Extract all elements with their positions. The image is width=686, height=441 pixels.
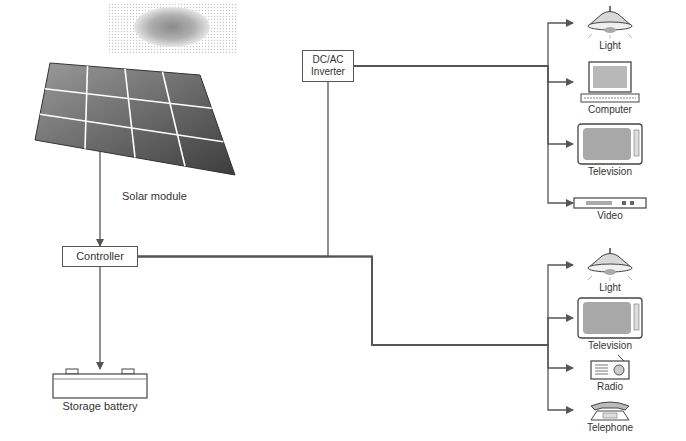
computer-icon	[575, 60, 645, 104]
node-label: Radio	[565, 381, 655, 393]
sun	[134, 7, 210, 47]
tv-icon	[574, 122, 646, 166]
node-label: Solar module	[30, 190, 240, 203]
connector	[354, 66, 573, 82]
connector	[138, 257, 573, 369]
light-load: Light	[565, 248, 655, 294]
node-label: Light	[565, 40, 655, 52]
connector	[138, 257, 573, 346]
lamp-icon	[580, 248, 640, 282]
node-label: Storage battery	[45, 400, 155, 413]
connector	[354, 23, 573, 66]
connector	[99, 152, 100, 246]
connector	[138, 257, 573, 411]
inverter-box: DC/AC Inverter	[302, 50, 354, 82]
connector	[354, 66, 573, 203]
tv-icon	[574, 296, 646, 340]
node-label: DC/AC Inverter	[308, 54, 348, 78]
computer-load: Computer	[565, 60, 655, 116]
solar-module: Solar module	[30, 55, 240, 203]
node-label: Light	[565, 282, 655, 294]
connector	[354, 66, 573, 144]
light-load: Light	[565, 6, 655, 52]
telephone-load: Telephone	[565, 398, 655, 434]
connector	[138, 257, 573, 346]
storage-battery: Storage battery	[45, 366, 155, 413]
video-icon	[572, 196, 648, 210]
video-load: Video	[565, 196, 655, 222]
node-label: Telephone	[565, 422, 655, 434]
sun-halo	[108, 2, 238, 54]
controller-box: Controller	[62, 246, 138, 267]
node-label: Television	[565, 340, 655, 352]
battery-icon	[50, 366, 150, 400]
television-load: Television	[565, 122, 655, 178]
node-label: Television	[565, 166, 655, 178]
node-label: Video	[565, 210, 655, 222]
connector	[99, 267, 100, 369]
television-load: Television	[565, 296, 655, 352]
node-label: Controller	[68, 250, 132, 263]
lamp-icon	[580, 6, 640, 40]
radio-load: Radio	[565, 355, 655, 393]
node-label: Computer	[565, 104, 655, 116]
radio-icon	[588, 355, 632, 381]
panel-icon	[30, 55, 240, 190]
phone-icon	[585, 398, 635, 422]
